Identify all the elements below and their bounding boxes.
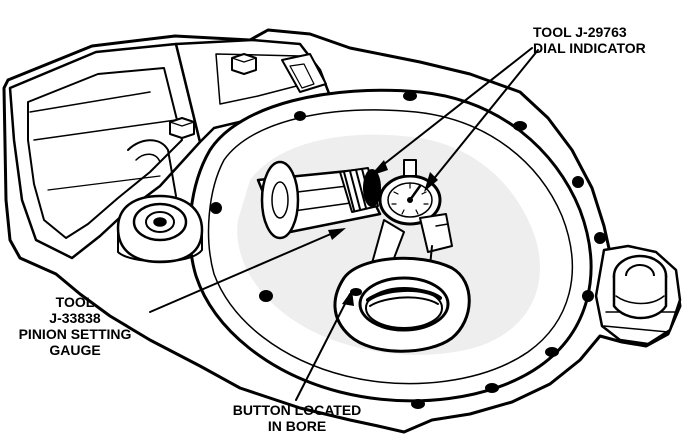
pinion-setting-gauge: [256, 160, 405, 301]
left-mounting-boss: [116, 194, 204, 264]
cover-opening-lip: [207, 109, 574, 385]
top-bolt-heads: [169, 53, 257, 139]
callout-dial-line2: DIAL INDICATOR: [533, 40, 646, 56]
leader-dial-to-collar: [373, 47, 533, 173]
callout-dial-indicator: TOOL J-29763 DIAL INDICATOR: [533, 24, 646, 56]
cover-bolt-holes: [210, 91, 606, 409]
housing-left-box: [8, 42, 202, 260]
housing-left-box-inner: [27, 67, 183, 239]
callout-button-line1: BUTTON LOCATED: [232, 402, 362, 418]
bearing-bore: [333, 256, 471, 353]
callout-pinion-gauge: TOOL J-33838 PINION SETTING GAUGE: [0, 294, 150, 358]
callout-button-in-bore: BUTTON LOCATED IN BORE: [212, 402, 382, 434]
leader-dial-to-indicator: [427, 49, 539, 187]
callout-button-line2: IN BORE: [267, 418, 327, 434]
leader-arrowheads: [328, 160, 438, 306]
leader-lines: [149, 47, 539, 401]
leader-button: [295, 293, 351, 401]
leader-pinion-gauge: [149, 229, 341, 313]
callout-dial-line1: TOOL J-29763: [533, 24, 627, 40]
callout-pinion-line4: GAUGE: [49, 342, 101, 358]
callout-pinion-line3: PINION SETTING: [18, 326, 132, 342]
callout-pinion-line2: J-33838: [49, 310, 101, 326]
dial-indicator: [378, 159, 453, 267]
right-mount-bushing: [612, 254, 668, 320]
callout-pinion-line1: TOOL: [55, 294, 95, 310]
